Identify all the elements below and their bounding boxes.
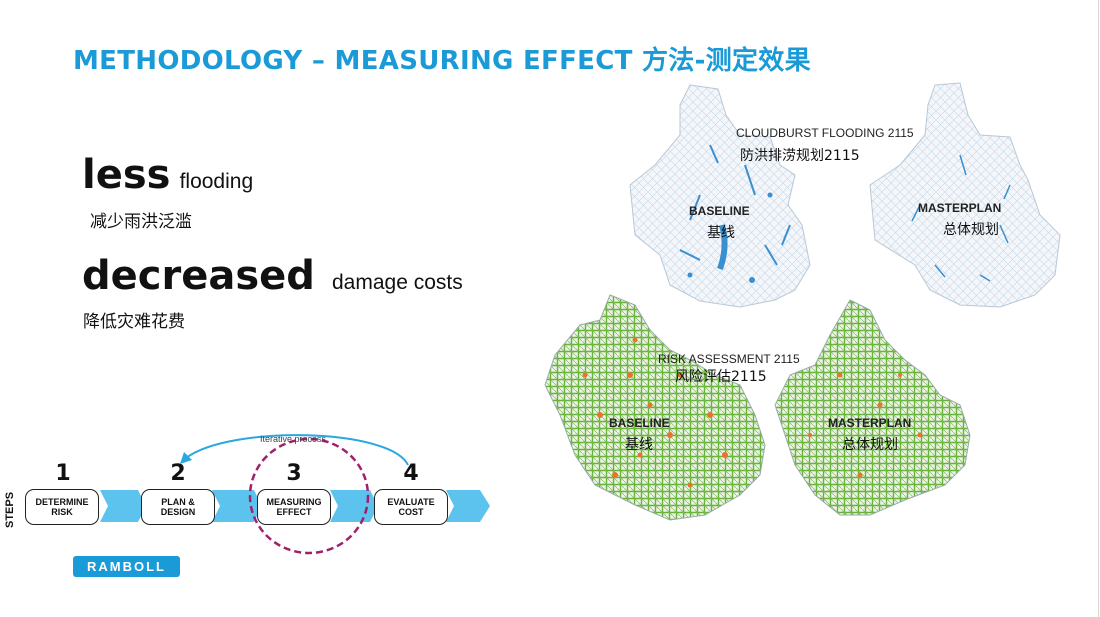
step-line1: DETERMINE xyxy=(35,497,89,507)
iterative-arrow xyxy=(185,434,409,466)
step-line2: RISK xyxy=(51,507,73,517)
step-plan-design: PLAN &DESIGN xyxy=(141,489,215,525)
map-flooding-masterplan xyxy=(869,82,1061,308)
step-line2: COST xyxy=(398,507,424,517)
map-bottom-title-cn: 风险评估2115 xyxy=(675,369,767,385)
map-flooding-baseline xyxy=(629,84,811,308)
step-line1: PLAN & xyxy=(161,497,195,507)
iterative-label: Iterative process xyxy=(260,434,327,444)
steps-label: STEPS xyxy=(4,491,16,528)
map-masterplan-label-cn: 总体规划 xyxy=(842,437,898,453)
effect-small-text: damage costs xyxy=(331,271,463,294)
effect-decreased: decreased damage costs xyxy=(82,253,463,299)
map-baseline-label: BASELINE xyxy=(689,204,750,218)
effect-big-text: less xyxy=(82,152,171,198)
steps-diagram xyxy=(100,434,490,555)
map-baseline-label: BASELINE xyxy=(609,416,670,430)
map-masterplan-label: MASTERPLAN xyxy=(918,201,1002,215)
effect-small-text: flooding xyxy=(179,170,254,193)
maps-figure xyxy=(544,82,1061,521)
effect-cn-text: 降低灾难花费 xyxy=(83,312,185,332)
step-number: 1 xyxy=(55,461,71,486)
map-baseline-label-cn: 基线 xyxy=(625,437,653,453)
highlight-circle xyxy=(248,437,370,555)
map-top-title: CLOUDBURST FLOODING 2115 xyxy=(736,126,914,140)
iterative-arrowhead xyxy=(180,452,192,464)
step-number: 2 xyxy=(170,461,186,486)
map-baseline-label-cn: 基线 xyxy=(707,225,735,241)
steps-arrow-band xyxy=(100,490,490,522)
map-risk-baseline xyxy=(544,294,766,521)
ramboll-logo: RAMBOLL xyxy=(73,556,180,577)
step-line1: EVALUATE xyxy=(387,497,435,507)
slide-title: METHODOLOGY – MEASURING EFFECT 方法-测定效果 xyxy=(73,46,811,76)
map-risk-masterplan xyxy=(774,299,971,516)
step-line1: MEASURING xyxy=(266,497,322,507)
map-top-title-cn: 防洪排涝规划2115 xyxy=(740,148,860,164)
map-masterplan-label: MASTERPLAN xyxy=(828,416,912,430)
map-masterplan-label-cn: 总体规划 xyxy=(943,222,999,238)
slide-edge-divider xyxy=(1098,0,1099,617)
map-bottom-title: RISK ASSESSMENT 2115 xyxy=(658,352,800,366)
effect-less: less flooding xyxy=(82,152,253,198)
effect-cn-text: 减少雨洪泛滥 xyxy=(90,212,192,232)
step-number: 4 xyxy=(403,461,419,486)
step-number: 3 xyxy=(286,461,302,486)
step-line2: DESIGN xyxy=(160,507,196,517)
step-line2: EFFECT xyxy=(276,507,312,517)
effect-big-text: decreased xyxy=(82,253,315,299)
